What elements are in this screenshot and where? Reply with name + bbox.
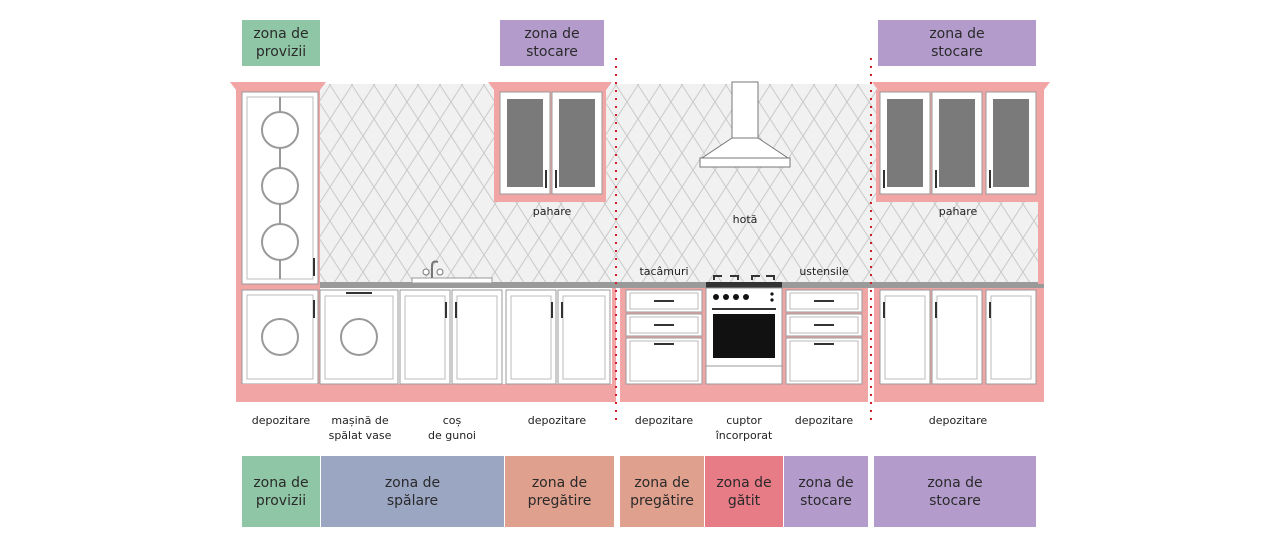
built-in-oven: [705, 275, 783, 385]
top-zone-stocare-left: zona de stocare: [500, 20, 604, 66]
bottom-label-oven: cuptor încorporat: [715, 414, 773, 442]
upper-cabinet-right: [872, 82, 1050, 202]
bottom-label-bin: coș de gunoi: [428, 414, 476, 442]
pantry-cabinet: [230, 82, 326, 402]
label-hota: hotă: [732, 213, 758, 226]
bottom-zone-gatit: zona de gătit: [705, 456, 783, 527]
bottom-zone-label: zona de stocare: [927, 474, 983, 509]
top-zone-stocare-right: zona de stocare: [878, 20, 1036, 66]
bottom-label-depozitare-1: depozitare: [251, 414, 311, 427]
bottom-label-depozitare-2: depozitare: [527, 414, 587, 427]
bottom-zone-pregatire-1: zona de pregătire: [505, 456, 614, 527]
bottom-zone-label: zona de stocare: [798, 474, 854, 509]
label-tacamuri: tacâmuri: [639, 265, 689, 278]
range-hood: [699, 81, 791, 168]
label-pahare-right: pahare: [938, 205, 978, 218]
bottom-zone-pregatire-2: zona de pregătire: [620, 456, 704, 527]
top-zone-label: zona de provizii: [253, 26, 309, 60]
bottom-zone-label: zona de pregătire: [630, 474, 694, 509]
bottom-zone-stocare-1: zona de stocare: [784, 456, 868, 527]
bottom-zone-spalare: zona de spălare: [321, 456, 504, 527]
label-pahare-left: pahare: [532, 205, 572, 218]
drawer-cabinet-left: [625, 289, 703, 385]
bottom-zone-label: zona de spălare: [384, 474, 441, 509]
bottom-label-depozitare-3: depozitare: [634, 414, 694, 427]
countertop: [320, 282, 1044, 288]
base-doors-right: [879, 289, 1037, 385]
base-doors-left: [399, 289, 611, 385]
sink: [411, 260, 493, 284]
bottom-zone-label: zona de provizii: [253, 474, 309, 509]
upper-cabinet-left: [488, 82, 612, 202]
bottom-zone-provizii: zona de provizii: [242, 456, 320, 527]
bottom-label-dishwasher: mașină de spălat vase: [328, 414, 392, 442]
top-zone-label: zona de stocare: [524, 26, 580, 60]
bottom-zone-label: zona de pregătire: [527, 474, 592, 509]
bottom-zone-label: zona de gătit: [716, 474, 772, 509]
label-ustensile: ustensile: [799, 265, 849, 278]
bottom-zone-stocare-2: zona de stocare: [874, 456, 1036, 527]
base-frame-left: [236, 384, 614, 402]
top-zone-provizii: zona de provizii: [242, 20, 320, 66]
dishwasher-cabinet: [319, 289, 399, 385]
bottom-label-depozitare-5: depozitare: [928, 414, 988, 427]
top-zone-label: zona de stocare: [929, 26, 985, 60]
drawer-cabinet-right: [785, 289, 863, 385]
bottom-label-depozitare-4: depozitare: [794, 414, 854, 427]
